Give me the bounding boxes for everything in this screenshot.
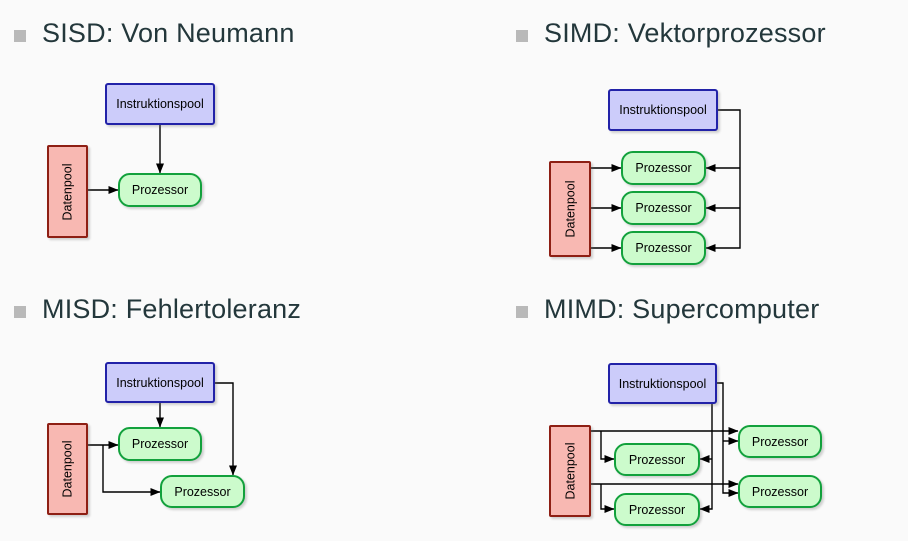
data-pool-label: Datenpool — [563, 180, 577, 238]
processor-box: Prozessor — [118, 427, 202, 461]
data-pool-box: Datenpool — [549, 161, 591, 257]
bullet-icon — [14, 306, 26, 318]
data-pool-box: Datenpool — [549, 425, 591, 517]
processor-box: Prozessor — [118, 173, 202, 207]
processor-label: Prozessor — [635, 201, 692, 215]
processor-box: Prozessor — [738, 475, 822, 508]
processor-label: Prozessor — [635, 241, 692, 255]
instruction-pool-box: Instruktionspool — [608, 89, 718, 131]
processor-box: Prozessor — [621, 231, 706, 265]
processor-label: Prozessor — [131, 437, 189, 451]
data-pool-label: Datenpool — [60, 163, 75, 220]
processor-label: Prozessor — [628, 502, 686, 517]
instruction-pool-box: Instruktionspool — [608, 363, 717, 404]
processor-label: Prozessor — [751, 484, 809, 499]
instruction-pool-label: Instruktionspool — [619, 103, 707, 117]
instruction-pool-label: Instruktionspool — [618, 376, 707, 391]
processor-label: Prozessor — [628, 452, 686, 467]
bullet-icon — [14, 30, 26, 42]
heading-misd: MISD: Fehlertoleranz — [42, 294, 302, 324]
data-pool-label: Datenpool — [563, 442, 577, 500]
processor-box: Prozessor — [621, 151, 706, 185]
instruction-pool-label: Instruktionspool — [116, 375, 204, 390]
processor-label: Prozessor — [635, 161, 692, 175]
data-pool-box: Datenpool — [47, 423, 88, 515]
processor-label: Prozessor — [751, 434, 809, 449]
instruction-pool-box: Instruktionspool — [105, 362, 215, 403]
heading-sisd: SISD: Von Neumann — [42, 18, 295, 48]
processor-label: Prozessor — [174, 484, 231, 499]
heading-simd: SIMD: Vektorprozessor — [544, 18, 826, 48]
bullet-icon — [516, 306, 528, 318]
sisd-wires — [86, 124, 164, 194]
data-pool-box: Datenpool — [47, 145, 88, 238]
processor-box: Prozessor — [621, 191, 706, 225]
heading-mimd: MIMD: Supercomputer — [544, 294, 820, 324]
processor-box: Prozessor — [738, 425, 822, 458]
processor-box: Prozessor — [614, 493, 700, 526]
simd-wires — [589, 109, 741, 252]
instruction-pool-label: Instruktionspool — [116, 97, 204, 111]
bullet-icon — [516, 30, 528, 42]
processor-box: Prozessor — [614, 443, 700, 476]
processor-box: Prozessor — [160, 475, 245, 508]
mimd-wires — [589, 382, 739, 513]
processor-label: Prozessor — [131, 183, 189, 197]
data-pool-label: Datenpool — [60, 440, 75, 498]
instruction-pool-box: Instruktionspool — [105, 83, 215, 125]
misd-wires — [86, 382, 237, 496]
